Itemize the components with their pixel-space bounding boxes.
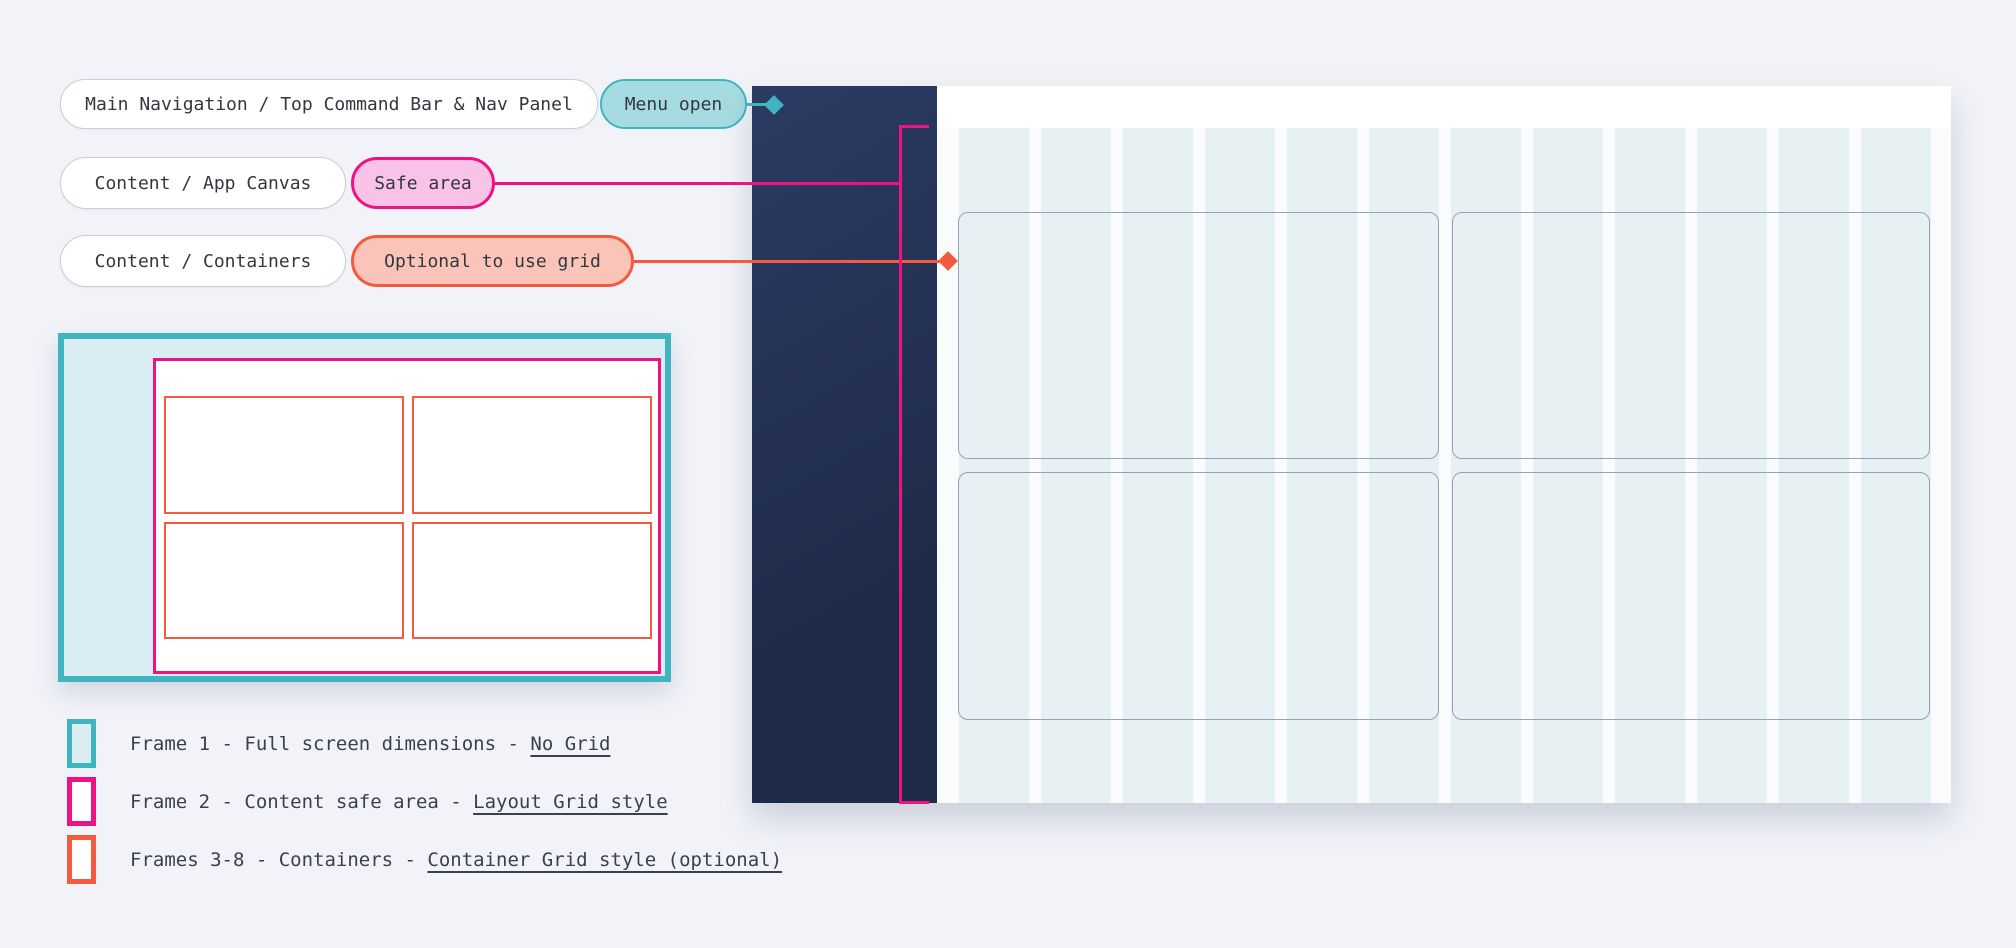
grid-column: [1123, 128, 1193, 803]
safe-area-bracket-vertical: [899, 125, 902, 804]
grid-column: [1205, 128, 1275, 803]
mini-diagram-container-box: [164, 521, 404, 639]
legend-item-frame-1: Frame 1 - Full screen dimensions - No Gr…: [67, 719, 610, 768]
content-container-2: [1452, 212, 1930, 459]
badge-safe-area-label: Safe area: [374, 172, 472, 194]
mini-diagram-container-box: [412, 396, 652, 514]
mini-diagram-containers-grid: [164, 396, 652, 639]
connector-line-safe-area: [495, 182, 901, 185]
badge-menu-open-label: Menu open: [624, 93, 723, 115]
annotation-pill-containers: Content / Containers: [60, 235, 346, 287]
mini-diagram-container-box: [164, 396, 404, 514]
badge-optional-grid-label: Optional to use grid: [384, 250, 601, 272]
app-content-area: [937, 86, 1951, 803]
legend-label-frame-1: Frame 1 - Full screen dimensions - No Gr…: [130, 733, 610, 755]
legend-label-frames-3-8: Frames 3-8 - Containers - Container Grid…: [130, 849, 782, 871]
badge-optional-grid: Optional to use grid: [351, 235, 634, 287]
grid-column: [1697, 128, 1767, 803]
grid-columns: [959, 128, 1931, 803]
grid-column: [1615, 128, 1685, 803]
content-container-3: [958, 472, 1439, 720]
grid-column: [1369, 128, 1439, 803]
legend-link-layout-grid-style[interactable]: Layout Grid style: [473, 790, 668, 813]
legend-item-frames-3-8: Frames 3-8 - Containers - Container Grid…: [67, 835, 782, 884]
legend-swatch-frame-2: [67, 777, 96, 826]
nav-panel: [752, 86, 937, 803]
legend-link-container-grid-style[interactable]: Container Grid style (optional): [427, 848, 783, 871]
badge-safe-area: Safe area: [351, 157, 495, 209]
grid-column: [1533, 128, 1603, 803]
annotation-pill-app-canvas-label: Content / App Canvas: [94, 172, 312, 194]
content-container-4: [1452, 472, 1930, 720]
badge-menu-open: Menu open: [600, 79, 747, 129]
connector-line-menu-open: [747, 103, 770, 106]
grid-column: [1861, 128, 1931, 803]
grid-column: [959, 128, 1029, 803]
safe-area-bracket-arm-top: [899, 125, 929, 128]
legend-text-frame-1: Frame 1 - Full screen dimensions -: [130, 732, 531, 755]
legend-swatch-frames-3-8: [67, 835, 96, 884]
legend-link-no-grid[interactable]: No Grid: [530, 732, 611, 755]
connector-line-optional-grid: [634, 260, 942, 263]
safe-area-bracket-arm-bottom: [899, 801, 929, 804]
app-mockup: [752, 86, 1951, 803]
legend-label-frame-2: Frame 2 - Content safe area - Layout Gri…: [130, 791, 668, 813]
annotation-pill-app-canvas: Content / App Canvas: [60, 157, 346, 209]
mini-diagram-frame-1: [58, 333, 671, 682]
annotation-pill-main-navigation-label: Main Navigation / Top Command Bar & Nav …: [85, 93, 573, 115]
top-command-bar: [937, 86, 1951, 128]
legend-text-frame-2: Frame 2 - Content safe area -: [130, 790, 474, 813]
annotation-pill-main-navigation: Main Navigation / Top Command Bar & Nav …: [60, 79, 598, 129]
legend-swatch-frame-1: [67, 719, 96, 768]
legend-item-frame-2: Frame 2 - Content safe area - Layout Gri…: [67, 777, 668, 826]
grid-column: [1779, 128, 1849, 803]
grid-column: [1287, 128, 1357, 803]
annotation-pill-containers-label: Content / Containers: [94, 250, 312, 272]
legend-text-frames-3-8: Frames 3-8 - Containers -: [130, 848, 428, 871]
grid-column: [1451, 128, 1521, 803]
mini-diagram-container-box: [412, 521, 652, 639]
grid-column: [1041, 128, 1111, 803]
content-container-1: [958, 212, 1439, 459]
